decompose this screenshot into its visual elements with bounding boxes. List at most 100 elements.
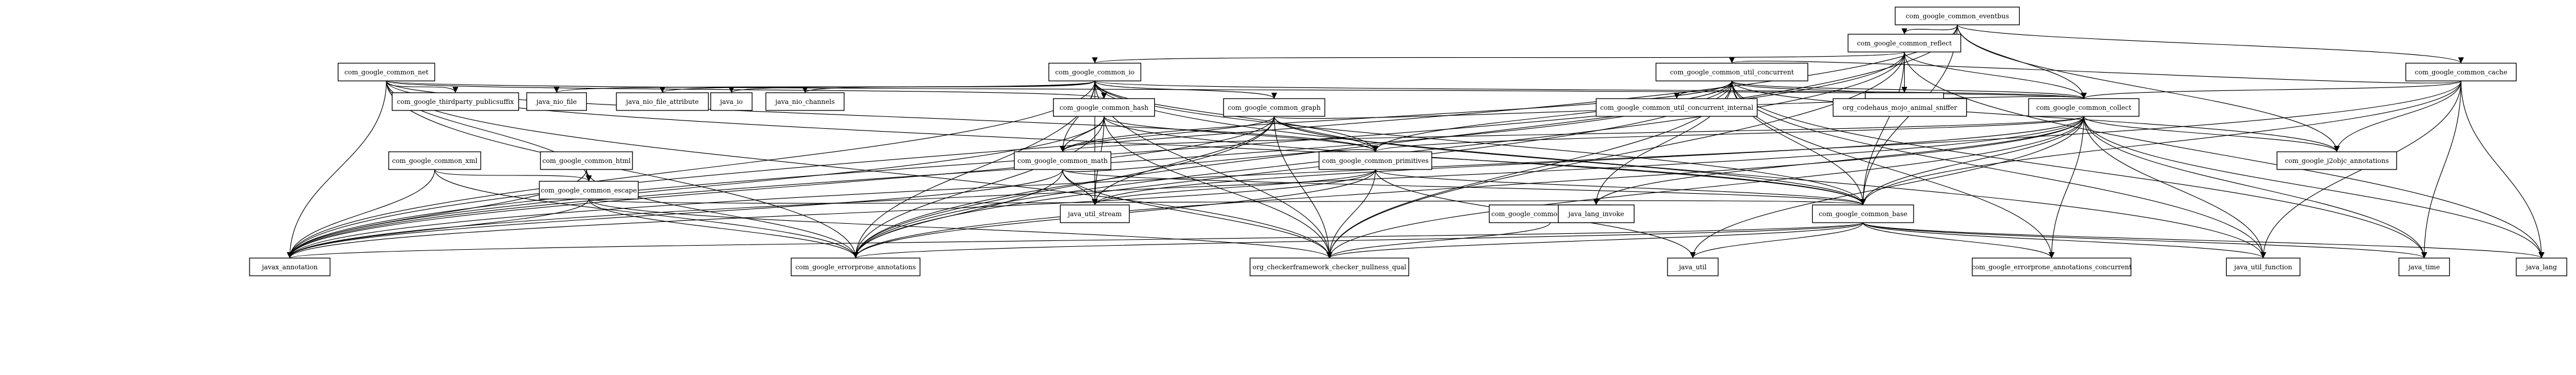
edge-net-to-thirdparty xyxy=(386,80,458,93)
node-java-util-function[interactable]: java_util_function xyxy=(2226,257,2301,276)
edge-collect-to-java_time xyxy=(2083,116,2427,259)
node-javax-annotation[interactable]: javax_annotation xyxy=(249,257,331,276)
edge-concurrent-to-concurrent_internal xyxy=(1673,80,1732,99)
edge-reflect-to-collect xyxy=(1904,51,2087,99)
node-box xyxy=(1971,257,2132,276)
edge-escape-to-javax_annotation xyxy=(287,198,589,259)
edge-cache-to-java_lang xyxy=(2460,80,2545,259)
node-nio-file[interactable]: java_nio_file xyxy=(526,92,587,111)
node-io[interactable]: com_google_common_io xyxy=(1048,63,1141,81)
edge-graph-to-math xyxy=(1059,116,1275,152)
node-box xyxy=(337,63,435,81)
node-thirdparty[interactable]: com_google_thirdparty_publicsuffix xyxy=(392,92,519,111)
node-nio-channels[interactable]: java_nio_channels xyxy=(765,92,845,111)
node-label: com_google_common_math xyxy=(1018,157,1108,165)
node-concurrent[interactable]: com_google_common_util_concurrent xyxy=(1655,63,1809,81)
edge-base-to-errorprone xyxy=(853,222,1863,259)
node-primitives[interactable]: com_google_common_primitives xyxy=(1318,151,1432,170)
node-collect[interactable]: com_google_common_collect xyxy=(2028,98,2139,117)
node-net[interactable]: com_google_common_net xyxy=(337,63,435,81)
node-java-time[interactable]: java_time xyxy=(2398,257,2450,276)
node-box xyxy=(1048,63,1141,81)
node-label: java_lang xyxy=(2525,263,2557,271)
node-box xyxy=(1318,151,1432,170)
node-html[interactable]: com_google_common_html xyxy=(540,151,633,170)
node-java-lang-invoke[interactable]: java_lang_invoke xyxy=(1557,204,1635,223)
node-label: com_google_common_io xyxy=(1055,69,1135,76)
edge-hash-to-base xyxy=(1104,116,1866,206)
node-label: com_google_common_hash xyxy=(1059,104,1148,112)
node-java-util-stream[interactable]: java_util_stream xyxy=(1059,204,1130,223)
edge-collect-to-math xyxy=(1060,116,2085,152)
node-box xyxy=(1655,63,1809,81)
edge-hash-to-errorprone xyxy=(852,116,1105,259)
edge-collect-to-java_lang_invoke xyxy=(1593,116,2085,206)
node-label: com_google_common_escape xyxy=(541,187,637,194)
edge-collect-to-j2objc xyxy=(2083,116,2340,152)
edge-concurrent-to-java_util_function xyxy=(1731,80,2266,259)
node-box xyxy=(1059,204,1130,223)
node-box xyxy=(1895,6,2020,25)
edge-math-to-checker xyxy=(1062,169,1333,259)
node-escape[interactable]: com_google_common_escape xyxy=(539,181,639,200)
edge-xml-to-escape xyxy=(434,169,592,182)
edge-base-to-java_lang xyxy=(1862,222,2545,259)
node-math[interactable]: com_google_common_math xyxy=(1013,151,1111,170)
edge-concurrent-to-primitives xyxy=(1372,80,1732,152)
edge-collect-to-javax_annotation xyxy=(287,116,2085,259)
edge-math-to-base xyxy=(1062,169,1866,206)
node-box xyxy=(526,92,587,111)
node-j2objc[interactable]: com_google_j2objc_annotations xyxy=(2276,151,2397,170)
node-nio-file-attr[interactable]: java_nio_file_attribute xyxy=(616,92,709,111)
node-cache[interactable]: com_google_common_cache xyxy=(2405,63,2517,81)
edge-hash-to-checker xyxy=(1104,116,1333,259)
edge-graph-to-javax_annotation xyxy=(287,116,1275,259)
node-xml[interactable]: com_google_common_xml xyxy=(388,151,481,170)
edge-escape-to-checker xyxy=(588,198,1333,259)
node-label: com_google_common_primitives xyxy=(1322,157,1429,165)
node-java-lang[interactable]: java_lang xyxy=(2515,257,2568,276)
edge-primitives-to-base xyxy=(1375,169,1866,206)
node-box xyxy=(2028,98,2139,117)
node-label: com_google_errorprone_annotations xyxy=(795,263,915,271)
edge-eventbus-to-javax_annotation xyxy=(287,24,1958,259)
node-label: com_google_common_net xyxy=(344,69,429,76)
edge-collect-to-primitives xyxy=(1373,116,2085,152)
node-label: java_util_stream xyxy=(1067,210,1122,218)
node-box xyxy=(790,257,921,276)
node-label: java_nio_file_attribute xyxy=(625,98,698,106)
node-errorprone[interactable]: com_google_errorprone_annotations xyxy=(790,257,921,276)
node-label: java_util_function xyxy=(2233,263,2292,271)
node-java-io[interactable]: java_io xyxy=(710,92,753,111)
node-mojo-sniffer[interactable]: org_codehaus_mojo_animal_sniffer xyxy=(1832,98,1967,117)
node-box xyxy=(1053,98,1156,117)
node-concurrent-internal[interactable]: com_google_common_util_concurrent_intern… xyxy=(1596,98,1758,117)
node-reflect[interactable]: com_google_common_reflect xyxy=(1847,34,1961,53)
edge-base-to-java_time xyxy=(1862,222,2427,259)
node-base[interactable]: com_google_common_base xyxy=(1812,204,1914,223)
edge-base_internal-to-checker xyxy=(1326,222,1551,259)
node-label: java_lang_invoke xyxy=(1567,210,1625,218)
node-label: org_checkerframework_checker_nullness_qu… xyxy=(1252,263,1406,271)
edge-math-to-java_util_stream xyxy=(1062,169,1098,206)
node-graph[interactable]: com_google_common_graph xyxy=(1223,98,1325,117)
edge-eventbus-to-reflect xyxy=(1901,24,1958,35)
node-errorprone-conc[interactable]: com_google_errorprone_annotations_concur… xyxy=(1971,257,2132,276)
node-box xyxy=(539,181,639,200)
node-checker[interactable]: org_checkerframework_checker_nullness_qu… xyxy=(1249,257,1409,276)
node-hash[interactable]: com_google_common_hash xyxy=(1053,98,1156,117)
edge-primitives-to-java_util_stream xyxy=(1092,169,1376,206)
node-label: java_util xyxy=(1678,263,1707,271)
node-label: java_nio_file xyxy=(535,98,576,106)
node-label: java_io xyxy=(719,98,743,106)
node-box xyxy=(1812,204,1914,223)
node-eventbus[interactable]: com_google_common_eventbus xyxy=(1895,6,2020,25)
edge-collect-to-java_util_function xyxy=(2083,116,2266,259)
node-label: com_google_common_base xyxy=(1819,210,1907,218)
node-box xyxy=(388,151,481,170)
node-label: com_google_errorprone_annotations_concur… xyxy=(1971,263,2132,271)
edge-base-to-errorprone_conc xyxy=(1862,222,2055,259)
node-box xyxy=(1847,34,1961,53)
edge-cache-to-base xyxy=(1860,80,2462,206)
node-java-util[interactable]: java_util xyxy=(1667,257,1719,276)
